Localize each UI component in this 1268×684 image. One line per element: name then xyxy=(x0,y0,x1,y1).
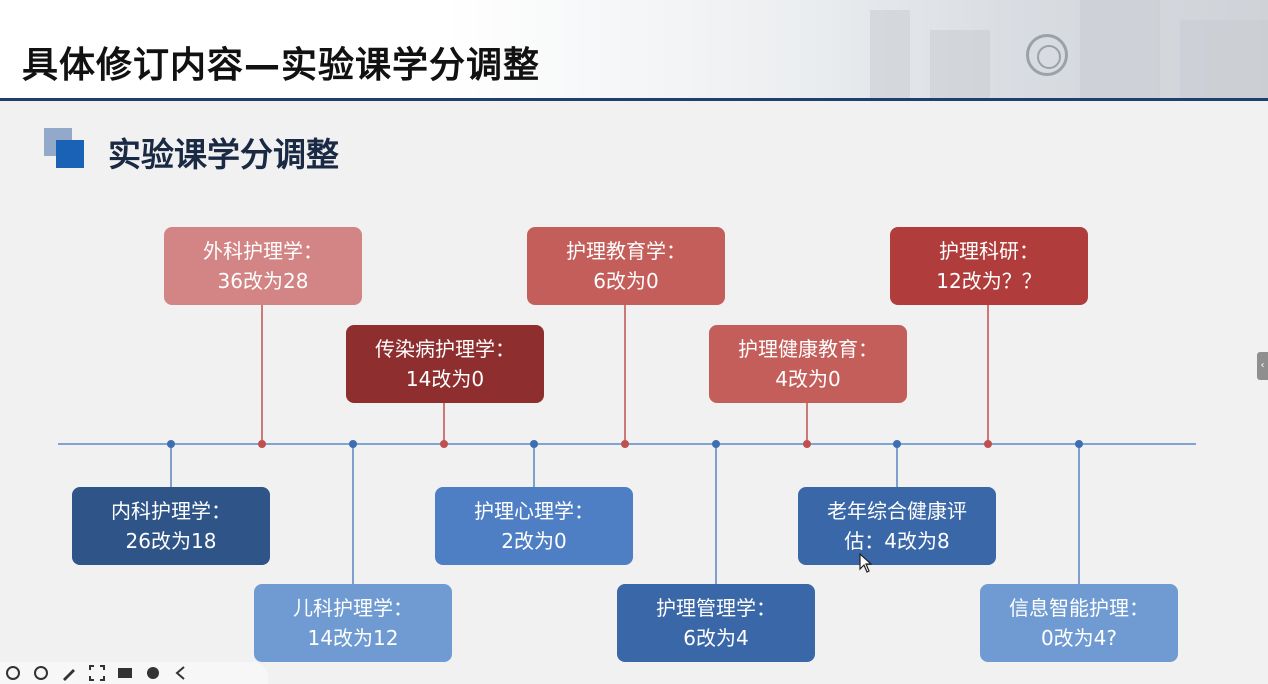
credit-change: 14改为0 xyxy=(405,367,485,391)
credit-change: 0改为4? xyxy=(1040,626,1118,650)
course-name: 护理健康教育： xyxy=(738,337,878,361)
course-credit-box: 老年综合健康评估：4改为8 xyxy=(798,487,996,565)
timeline-dot xyxy=(440,440,448,448)
course-name: 护理管理学： xyxy=(656,596,776,620)
course-credit-box: 儿科护理学： 14改为12 xyxy=(254,584,452,662)
course-credit-box: 信息智能护理： 0改为4? xyxy=(980,584,1178,662)
credit-change: 6改为4 xyxy=(683,626,749,650)
section-title: 实验课学分调整 xyxy=(108,135,339,174)
timeline-dot xyxy=(349,440,357,448)
building-decoration xyxy=(1080,0,1160,98)
course-name: 信息智能护理： xyxy=(1009,596,1149,620)
timeline-dot xyxy=(621,440,629,448)
timeline-dot xyxy=(258,440,266,448)
course-name: 外科护理学： xyxy=(203,239,323,263)
side-panel-toggle[interactable]: ‹ xyxy=(1257,352,1268,380)
timeline-dot xyxy=(530,440,538,448)
course-name: 内科护理学： xyxy=(111,499,231,523)
course-credit-box: 传染病护理学： 14改为0 xyxy=(346,325,544,403)
building-decoration xyxy=(930,30,990,98)
building-decoration xyxy=(1180,20,1268,98)
fullscreen-icon[interactable] xyxy=(88,664,106,682)
timeline-dot xyxy=(712,440,720,448)
timeline-dot xyxy=(1075,440,1083,448)
credit-change: 36改为28 xyxy=(217,269,309,293)
course-credit-box: 护理科研： 12改为？？ xyxy=(890,227,1088,305)
screen-icon[interactable] xyxy=(116,664,134,682)
pen-icon[interactable] xyxy=(60,664,78,682)
course-name: 传染病护理学： xyxy=(375,337,515,361)
page-title: 具体修订内容—实验课学分调整 xyxy=(22,45,541,86)
course-name: 老年综合健康评 xyxy=(827,499,967,523)
building-decoration xyxy=(870,10,910,98)
slide-header: 具体修订内容—实验课学分调整 xyxy=(0,0,1268,98)
course-credit-box: 内科护理学： 26改为18 xyxy=(72,487,270,565)
record-icon[interactable] xyxy=(144,664,162,682)
header-rule xyxy=(0,98,1268,101)
timeline-dot xyxy=(167,440,175,448)
section-bullet-icon xyxy=(44,128,86,170)
course-name: 护理科研： xyxy=(939,239,1039,263)
redo-icon[interactable] xyxy=(32,664,50,682)
course-credit-box: 外科护理学： 36改为28 xyxy=(164,227,362,305)
credit-change: 4改为0 xyxy=(775,367,841,391)
credit-change: 6改为0 xyxy=(593,269,659,293)
course-name: 儿科护理学： xyxy=(293,596,413,620)
course-credit-box: 护理管理学： 6改为4 xyxy=(617,584,815,662)
credit-change: 14改为12 xyxy=(307,626,399,650)
course-credit-box: 护理心理学： 2改为0 xyxy=(435,487,633,565)
course-name: 护理教育学： xyxy=(566,239,686,263)
credit-change: 26改为18 xyxy=(125,529,217,553)
credit-change: 2改为0 xyxy=(501,529,567,553)
timeline-dot xyxy=(893,440,901,448)
university-emblem-icon xyxy=(1026,34,1068,76)
credit-change: 12改为？？ xyxy=(936,269,1042,293)
credit-change: 估：4改为8 xyxy=(844,529,950,553)
timeline-dot xyxy=(803,440,811,448)
undo-icon[interactable] xyxy=(4,664,22,682)
timeline-dot xyxy=(984,440,992,448)
course-credit-box: 护理教育学： 6改为0 xyxy=(527,227,725,305)
course-credit-box: 护理健康教育： 4改为0 xyxy=(709,325,907,403)
course-name: 护理心理学： xyxy=(474,499,594,523)
mouse-cursor-icon xyxy=(859,553,873,573)
back-icon[interactable] xyxy=(172,664,190,682)
presentation-toolbar xyxy=(0,662,268,684)
